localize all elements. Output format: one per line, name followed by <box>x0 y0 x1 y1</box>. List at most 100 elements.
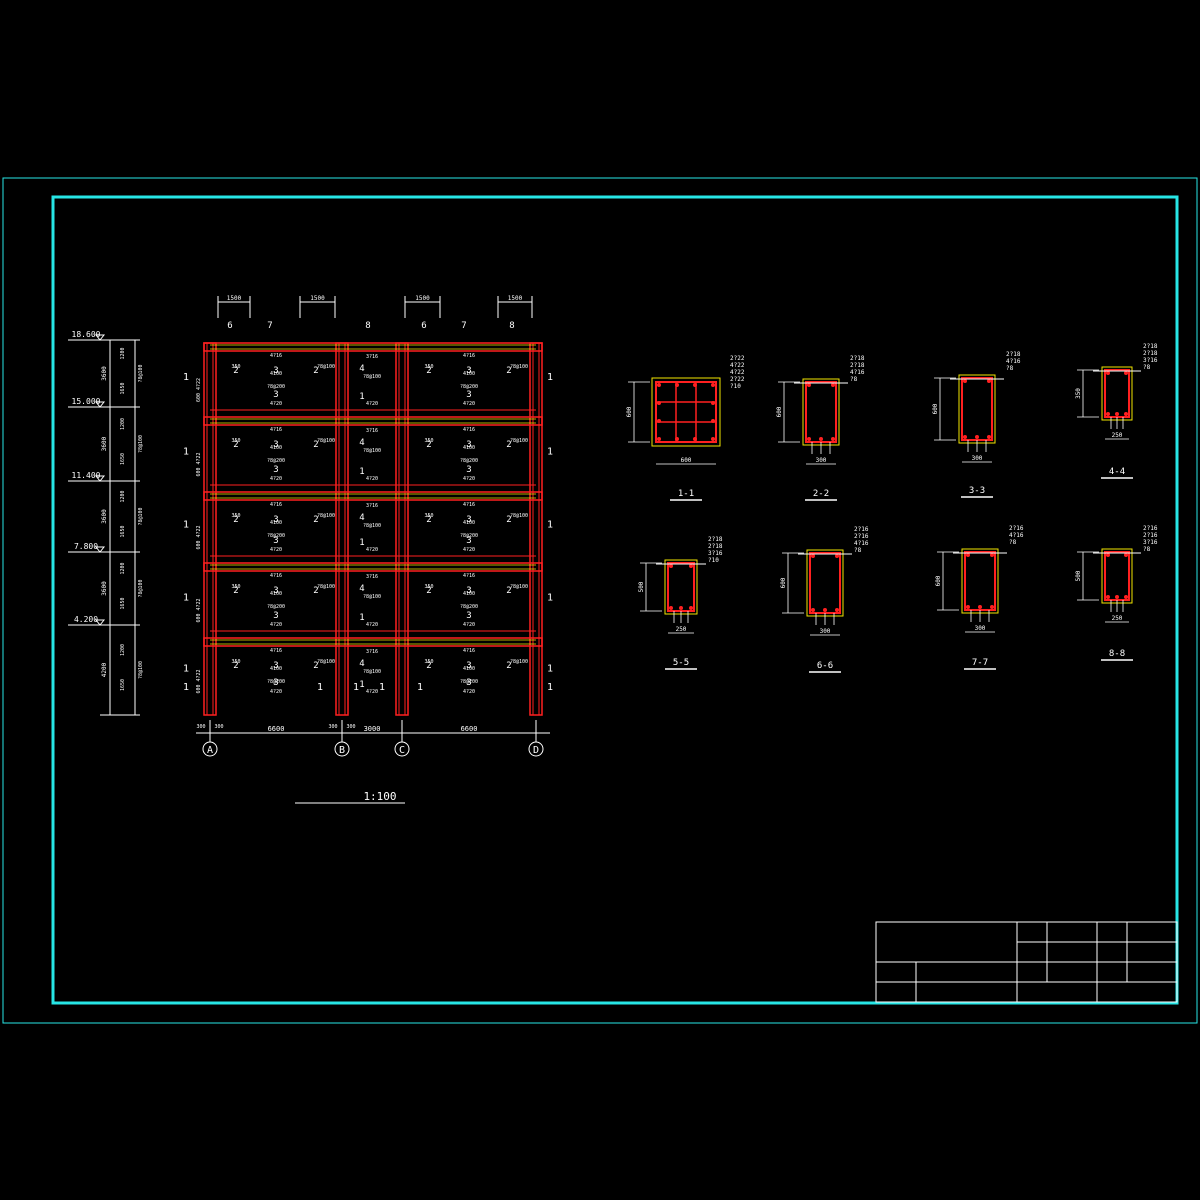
rebar-dot <box>675 383 679 387</box>
axis-bubble <box>334 741 350 757</box>
beam-note: 4?20 <box>270 476 282 482</box>
section-mark: 2 <box>426 586 431 596</box>
section-note: ?8 <box>1143 546 1151 553</box>
beam-note: 4?16 <box>270 648 282 654</box>
rebar-dot <box>963 379 967 383</box>
sub-dim: 1200 <box>120 418 126 430</box>
section-label: 8-8 <box>1109 649 1125 659</box>
section-height-dim: 500 <box>638 581 645 592</box>
section-mark: 2 <box>313 661 318 671</box>
rebar-dot <box>669 564 673 568</box>
rebar-dot <box>711 383 715 387</box>
rebar-dot <box>987 435 991 439</box>
edge-dim-label: 300 <box>346 724 355 730</box>
sub-dim: 1650 <box>120 525 126 537</box>
rebar-dot <box>975 435 979 439</box>
section-mark: 3 <box>466 586 471 596</box>
section-note: ?10 <box>708 557 719 564</box>
section-width-dim: 300 <box>975 625 986 632</box>
beam-note: ?8@200 <box>267 604 285 610</box>
rebar-dot <box>823 608 827 612</box>
section-note: 2?16 <box>1143 525 1158 532</box>
beam-note: 4100 <box>270 591 282 597</box>
section-note: 2?18 <box>1006 351 1021 358</box>
section-note: 2?18 <box>708 536 723 543</box>
top-dim-label: 1500 <box>227 295 242 302</box>
rebar-dot <box>1106 371 1110 375</box>
beam-note: 350 <box>231 364 240 370</box>
section-note: 2?18 <box>1143 343 1158 350</box>
section-mark: 2 <box>506 586 511 596</box>
section-mark: 2 <box>506 440 511 450</box>
floor-height-label: 3600 <box>101 509 108 524</box>
section-mark: 1 <box>359 613 364 623</box>
beam-note: 4100 <box>463 371 475 377</box>
beam-note: 4?20 <box>270 401 282 407</box>
rebar-dot <box>1124 412 1128 416</box>
inner-frame <box>51 195 1179 1005</box>
beam-note: 4?16 <box>463 502 475 508</box>
beam-note: 4100 <box>463 666 475 672</box>
beam-note: 4?20 <box>270 622 282 628</box>
section-mark: 2 <box>233 366 238 376</box>
axis-label: A <box>207 745 213 756</box>
sub-dim: 1650 <box>120 382 126 394</box>
beam-note: 4?16 <box>270 502 282 508</box>
beam-note: 4100 <box>270 666 282 672</box>
rebar-dot <box>807 437 811 441</box>
section-note: 4?16 <box>850 369 865 376</box>
beam-note: 3?16 <box>366 574 378 580</box>
beam-note: 4?20 <box>366 547 378 553</box>
section-mark: 1 <box>359 538 364 548</box>
axis-label: D <box>533 745 539 756</box>
edge-dim-label: 300 <box>196 724 205 730</box>
section-note: 2?18 <box>1143 350 1158 357</box>
section-note: 2?18 <box>850 355 865 362</box>
section-note: 2?16 <box>854 526 869 533</box>
beam-note: 4?20 <box>463 689 475 695</box>
rebar-dot <box>819 437 823 441</box>
beam-note: 350 <box>424 659 433 665</box>
beam-note: ?8@200 <box>460 679 478 685</box>
rebar-dot <box>1124 553 1128 557</box>
beam-note: ?8@100 <box>510 438 528 444</box>
section-mark: 2 <box>426 515 431 525</box>
rebar-dot <box>711 401 715 405</box>
section-mark: 2 <box>233 586 238 596</box>
column-note: 600 4?22 <box>196 525 202 549</box>
beam-note: 3?16 <box>366 428 378 434</box>
beam-note: 350 <box>231 584 240 590</box>
section-mark: 1 <box>547 664 553 675</box>
beam-note: ?8@100 <box>510 584 528 590</box>
section-mark: 4 <box>359 513 364 523</box>
rebar-dot <box>693 383 697 387</box>
rebar-dot <box>811 554 815 558</box>
beam-note: ?8@200 <box>460 384 478 390</box>
sub-dim: 1200 <box>120 644 126 656</box>
section-note: ?10 <box>730 383 741 390</box>
top-section-mark: 8 <box>365 321 370 331</box>
rebar-dot <box>1106 553 1110 557</box>
rebar-dot <box>675 437 679 441</box>
axis-bubble <box>528 741 544 757</box>
rebar-dot <box>963 435 967 439</box>
level-triangle <box>94 334 106 341</box>
rebar-dot <box>657 437 661 441</box>
top-dim-label: 1500 <box>310 295 325 302</box>
section-mark: 2 <box>426 661 431 671</box>
beam <box>203 562 543 572</box>
level-label: 15.000 <box>72 397 101 406</box>
beam-note: 350 <box>231 513 240 519</box>
sub-dim: 1650 <box>120 453 126 465</box>
section-mark: 1 <box>547 447 553 458</box>
beam-note: 4?20 <box>366 689 378 695</box>
beam-note: 350 <box>231 659 240 665</box>
section-mark: 3 <box>466 536 471 546</box>
beam-note: ?8@200 <box>460 604 478 610</box>
section-mark: 3 <box>466 440 471 450</box>
beam-note: 350 <box>424 513 433 519</box>
section-note: ?8 <box>850 376 858 383</box>
section-mark: 3 <box>466 661 471 671</box>
